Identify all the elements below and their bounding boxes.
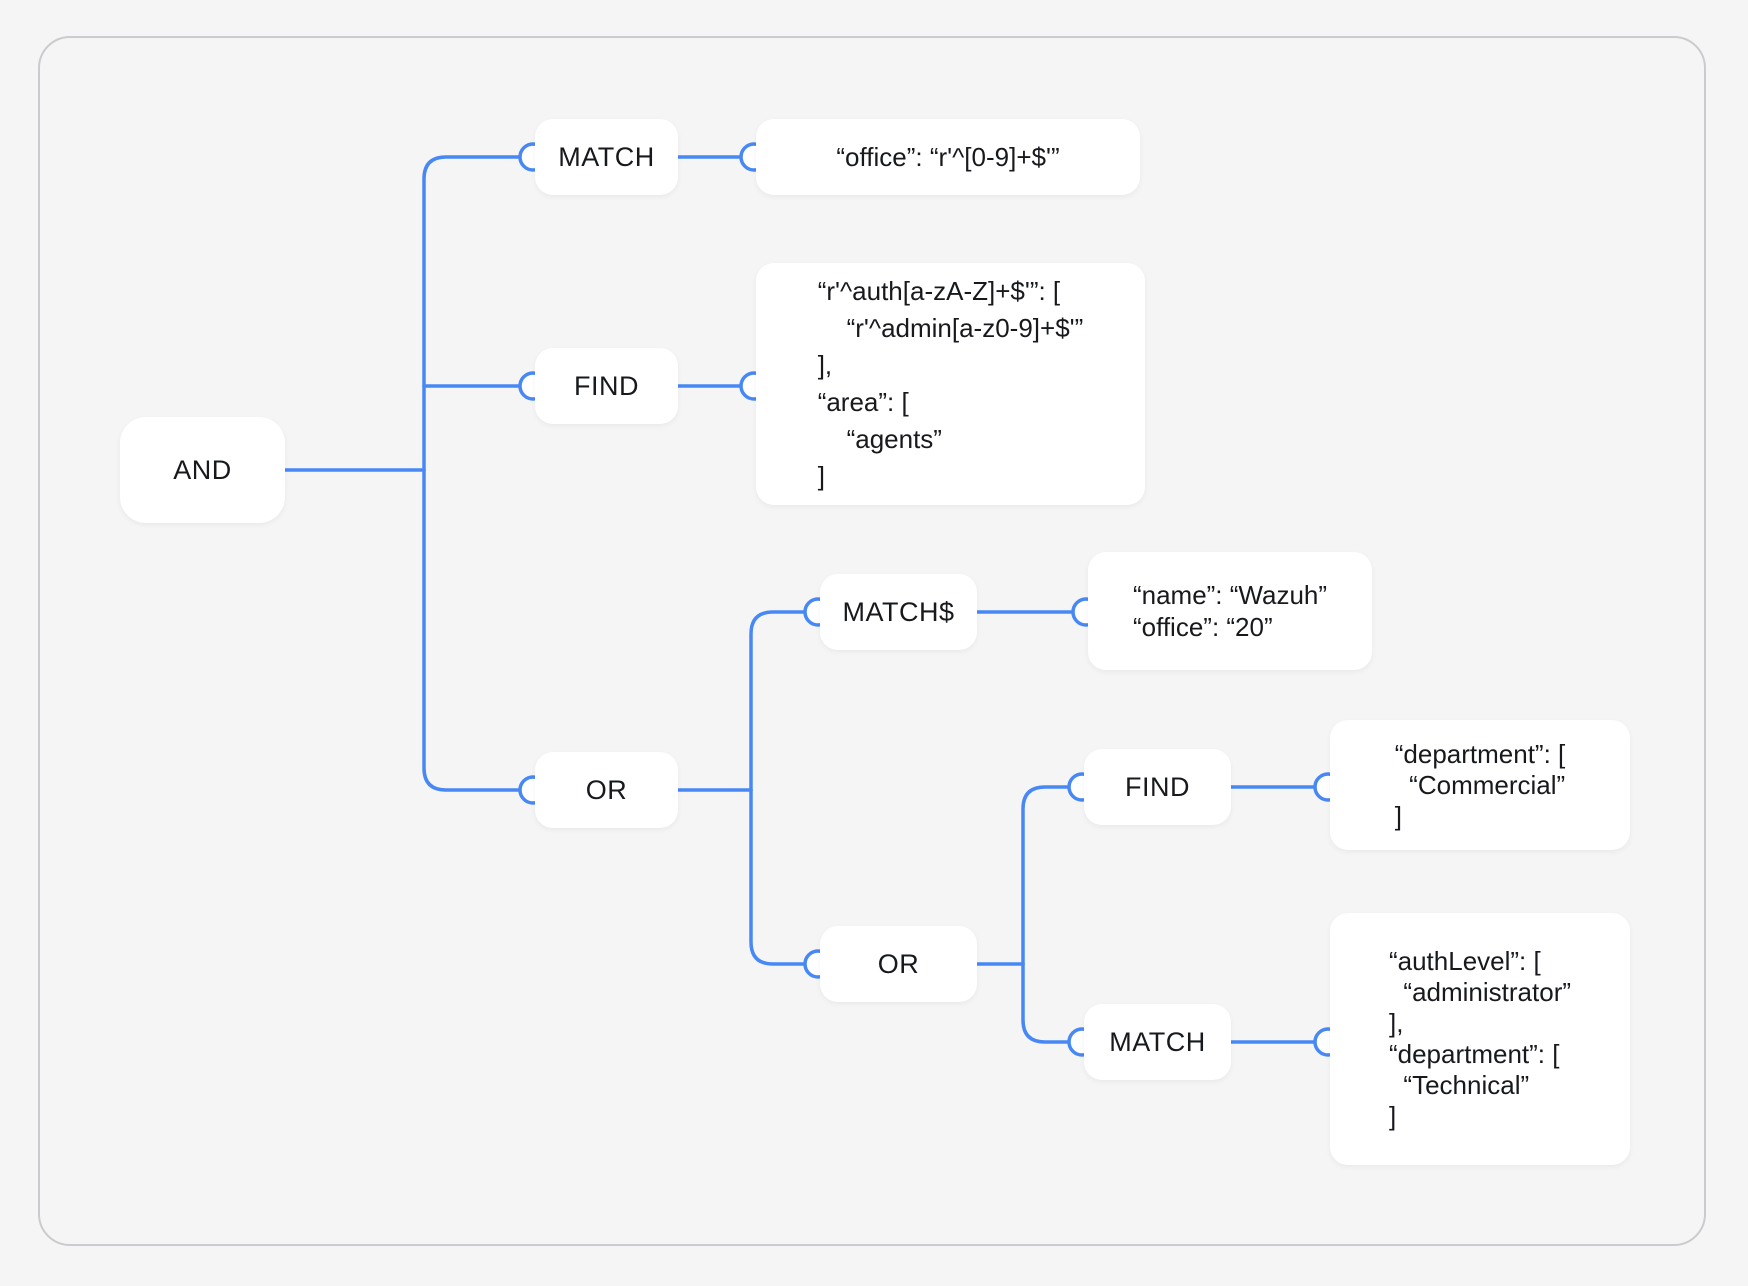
edge-junction-or2 (749, 788, 807, 966)
leaf-department-commercial: “department”: [ “Commercial” ] (1330, 720, 1630, 850)
node-and-root: AND (120, 417, 285, 523)
edge-junction-find2 (1021, 785, 1071, 966)
connector-lines (283, 155, 1317, 1044)
node-match-bottom: MATCH (1084, 1004, 1231, 1080)
edge-trunk-or1 (422, 468, 522, 792)
node-find-top: FIND (535, 348, 678, 424)
node-match-dollar: MATCH$ (820, 574, 977, 650)
node-find-bottom: FIND (1084, 749, 1231, 825)
edge-junction-match2 (749, 610, 807, 792)
edge-junction-match3 (1021, 962, 1071, 1044)
node-match-top: MATCH (535, 119, 678, 195)
node-or-inner: OR (820, 926, 977, 1002)
leaf-office-regex: “office”: “r'^[0-9]+$'” (756, 119, 1140, 195)
leaf-authlevel-technical: “authLevel”: [ “administrator” ], “depar… (1330, 913, 1630, 1165)
leaf-name-office: “name”: “Wazuh” “office”: “20” (1088, 552, 1372, 670)
edge-trunk-match1 (422, 155, 522, 472)
leaf-auth-admin-area: “r'^auth[a-zA-Z]+$'”: [ “r'^admin[a-z0-9… (756, 263, 1145, 505)
node-or-outer: OR (535, 752, 678, 828)
